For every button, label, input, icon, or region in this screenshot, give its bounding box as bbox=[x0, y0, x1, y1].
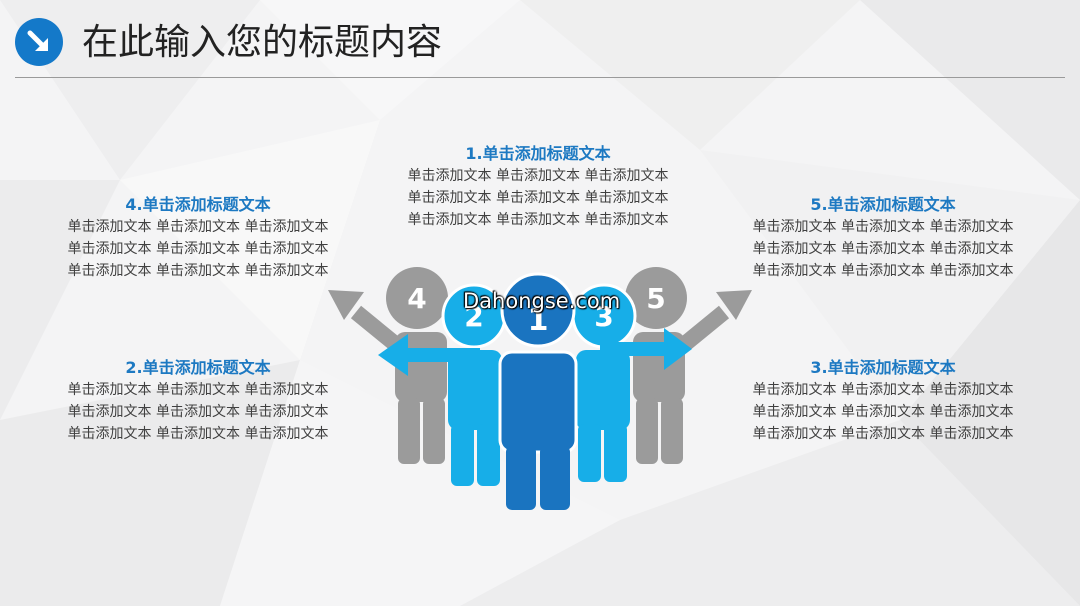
text-block-2[interactable]: 2.单击添加标题文本 单击添加文本 单击添加文本 单击添加文本 单击添加文本 单… bbox=[48, 357, 348, 445]
person-figure-3 bbox=[571, 283, 692, 482]
block-title[interactable]: 5.单击添加标题文本 bbox=[810, 195, 956, 214]
block-text-line[interactable]: 单击添加文本 单击添加文本 单击添加文本 bbox=[752, 404, 1014, 420]
block-text-line[interactable]: 单击添加文本 单击添加文本 单击添加文本 bbox=[67, 263, 329, 279]
team-illustration: 4 5 2 3 1 bbox=[328, 267, 752, 510]
page-title: 在此输入您的标题内容 bbox=[82, 22, 443, 63]
text-block-3[interactable]: 3.单击添加标题文本 单击添加文本 单击添加文本 单击添加文本 单击添加文本 单… bbox=[733, 357, 1033, 445]
figure-number-1: 1 bbox=[528, 303, 549, 338]
arrow-up-right-icon bbox=[674, 290, 752, 355]
block-text-line[interactable]: 单击添加文本 单击添加文本 单击添加文本 bbox=[67, 219, 329, 235]
title-divider bbox=[15, 77, 1065, 78]
person-figure-2 bbox=[378, 283, 507, 486]
block-text-line[interactable]: 单击添加文本 单击添加文本 单击添加文本 bbox=[752, 263, 1014, 279]
block-text-line[interactable]: 单击添加文本 单击添加文本 单击添加文本 bbox=[407, 190, 669, 206]
block-title[interactable]: 2.单击添加标题文本 bbox=[125, 358, 271, 377]
block-title[interactable]: 1.单击添加标题文本 bbox=[465, 144, 611, 163]
text-block-5[interactable]: 5.单击添加标题文本 单击添加文本 单击添加文本 单击添加文本 单击添加文本 单… bbox=[733, 194, 1033, 282]
block-text-line[interactable]: 单击添加文本 单击添加文本 单击添加文本 bbox=[752, 241, 1014, 257]
person-figure-1 bbox=[498, 272, 578, 510]
block-text-line[interactable]: 单击添加文本 单击添加文本 单击添加文本 bbox=[67, 426, 329, 442]
figure-number-2: 2 bbox=[464, 300, 483, 333]
block-text-line[interactable]: 单击添加文本 单击添加文本 单击添加文本 bbox=[407, 212, 669, 228]
block-text-line[interactable]: 单击添加文本 单击添加文本 单击添加文本 bbox=[752, 426, 1014, 442]
watermark: Dahongse.com bbox=[463, 289, 621, 313]
text-block-4[interactable]: 4.单击添加标题文本 单击添加文本 单击添加文本 单击添加文本 单击添加文本 单… bbox=[48, 194, 348, 282]
figure-number-4: 4 bbox=[407, 282, 426, 315]
text-block-1[interactable]: 1.单击添加标题文本 单击添加文本 单击添加文本 单击添加文本 单击添加文本 单… bbox=[388, 143, 688, 231]
block-text-line[interactable]: 单击添加文本 单击添加文本 单击添加文本 bbox=[752, 219, 1014, 235]
block-text-line[interactable]: 单击添加文本 单击添加文本 单击添加文本 bbox=[407, 168, 669, 184]
block-title[interactable]: 4.单击添加标题文本 bbox=[125, 195, 271, 214]
block-text-line[interactable]: 单击添加文本 单击添加文本 单击添加文本 bbox=[67, 382, 329, 398]
arrow-down-right-icon bbox=[15, 18, 63, 66]
block-text-line[interactable]: 单击添加文本 单击添加文本 单击添加文本 bbox=[67, 404, 329, 420]
person-figure-4 bbox=[386, 267, 448, 464]
block-title[interactable]: 3.单击添加标题文本 bbox=[810, 358, 956, 377]
block-text-line[interactable]: 单击添加文本 单击添加文本 单击添加文本 bbox=[67, 241, 329, 257]
block-text-line[interactable]: 单击添加文本 单击添加文本 单击添加文本 bbox=[752, 382, 1014, 398]
figure-number-3: 3 bbox=[594, 300, 613, 333]
figure-number-5: 5 bbox=[646, 282, 665, 315]
arrow-up-left-icon bbox=[328, 290, 406, 355]
